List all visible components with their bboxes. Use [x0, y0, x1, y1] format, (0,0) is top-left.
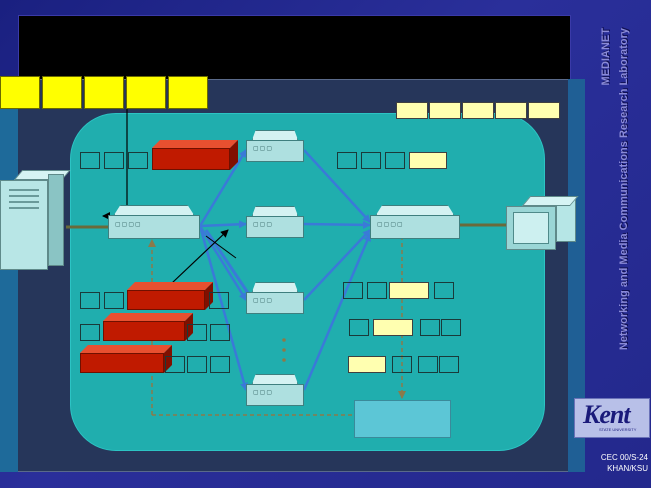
incoming-packet [0, 76, 40, 109]
flow-arrow-secondary [205, 235, 237, 259]
flow-block [103, 313, 193, 341]
router-icon: ▢▢▢▢ [370, 205, 460, 239]
logo-subtext: STATE UNIVERSITY [599, 427, 637, 432]
path-links [198, 149, 372, 391]
server-icon [0, 170, 71, 272]
author: KHAN/KSU [607, 464, 648, 473]
lab-subtitle: Networking and Media Communications Rese… [618, 28, 630, 351]
incoming-packet [42, 76, 82, 109]
output-packet [429, 102, 461, 119]
router-icon: ▢▢▢▢ [108, 205, 200, 239]
incoming-packet [84, 76, 124, 109]
flow-block [152, 140, 238, 170]
kent-logo: Kent STATE UNIVERSITY [574, 398, 650, 438]
lab-label: MEDIANET Networking and Media Communicat… [596, 24, 636, 354]
router-icon: ▢▢▢ [246, 206, 304, 238]
flow-block [127, 282, 213, 310]
incoming-packet [168, 76, 208, 109]
ellipsis-dots [282, 338, 286, 362]
output-packet [396, 102, 428, 119]
output-packet [495, 102, 527, 119]
scheduler-box [354, 400, 451, 438]
incoming-packet [126, 76, 166, 109]
output-packet [528, 102, 560, 119]
slide-footer: CEC 00/S-24 KHAN/KSU [578, 452, 648, 474]
monitor-icon [502, 194, 579, 256]
lab-title: MEDIANET [600, 28, 612, 86]
router-icon: ▢▢▢ [246, 282, 304, 314]
router-icon: ▢▢▢ [246, 374, 304, 406]
output-packet [462, 102, 494, 119]
flow-arrow [171, 229, 229, 284]
flow-block [80, 345, 172, 373]
logo-text: Kent [583, 400, 631, 429]
slide-number: CEC 00/S-24 [600, 453, 648, 462]
router-icon: ▢▢▢ [246, 130, 304, 162]
right-border-strip [568, 79, 585, 472]
